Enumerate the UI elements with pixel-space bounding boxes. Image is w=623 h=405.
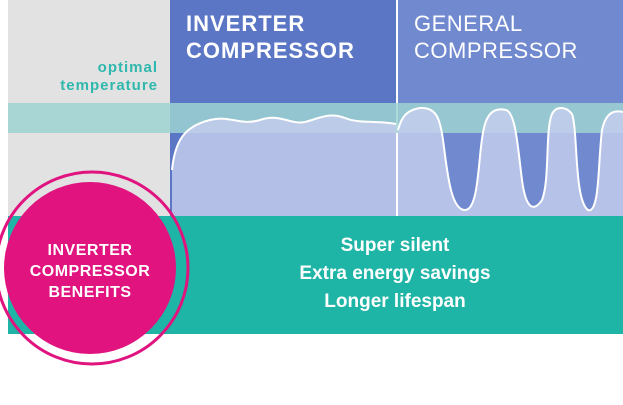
benefits-circle-ring — [0, 170, 190, 366]
general-title-line2: COMPRESSOR — [414, 38, 578, 63]
optimal-label-line1: optimal — [97, 59, 158, 76]
optimal-label-line2: temperature — [60, 77, 158, 94]
benefits-title-line2: COMPRESSOR — [29, 263, 151, 280]
benefit-item-energy-savings: Extra energy savings — [299, 263, 491, 284]
benefits-list: Super silent Extra energy savings Longer… — [240, 232, 550, 316]
inverter-wave-line — [171, 114, 397, 171]
inverter-title-line1: INVERTER — [186, 11, 306, 36]
benefits-title: INVERTER COMPRESSOR BENEFITS — [20, 240, 160, 303]
general-wave-line — [397, 106, 623, 212]
general-compressor-title: GENERAL COMPRESSOR — [414, 10, 578, 64]
inverter-compressor-title: INVERTER COMPRESSOR — [186, 10, 355, 64]
general-title-line1: GENERAL — [414, 11, 523, 36]
benefits-title-line1: INVERTER — [47, 242, 133, 259]
benefit-item-longer-lifespan: Longer lifespan — [324, 291, 466, 312]
benefits-title-line3: BENEFITS — [48, 284, 132, 301]
inverter-title-line2: COMPRESSOR — [186, 38, 355, 63]
benefit-item-super-silent: Super silent — [340, 235, 450, 256]
inverter-wave-area — [172, 115, 396, 216]
benefits-circle-badge-icon — [4, 182, 176, 354]
optimal-temperature-label: optimal temperature — [8, 59, 158, 95]
general-wave-area — [398, 107, 623, 216]
